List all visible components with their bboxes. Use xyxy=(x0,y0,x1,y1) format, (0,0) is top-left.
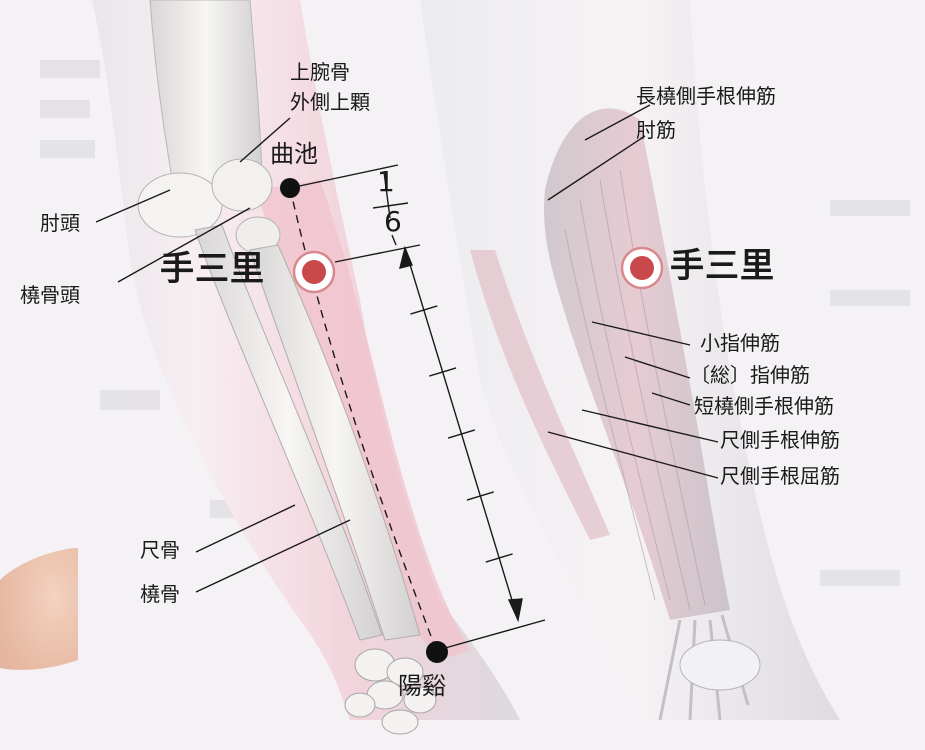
label-edm: 小指伸筋 xyxy=(700,333,780,353)
measure-tick xyxy=(429,368,456,376)
label-ecrl: 長橈側手根伸筋 xyxy=(636,86,776,106)
label-ed: 〔総〕指伸筋 xyxy=(690,365,810,385)
measure-tick xyxy=(410,306,437,314)
label-olecranon: 肘頭 xyxy=(40,213,80,233)
label-shousanli-left: 手三里 xyxy=(160,252,265,286)
label-radial-head: 橈骨頭 xyxy=(20,285,80,305)
quchi-point[interactable] xyxy=(280,178,300,198)
measure-tick xyxy=(467,492,494,500)
yangxi-point[interactable] xyxy=(426,641,448,663)
hand-photo-crop xyxy=(0,548,78,670)
shousanli-point-right[interactable] xyxy=(622,248,662,288)
fraction-numerator: 1 xyxy=(377,168,395,196)
label-anconeus: 肘筋 xyxy=(636,120,676,140)
label-ecu: 尺側手根伸筋 xyxy=(720,430,840,450)
label-humerus: 上腕骨 xyxy=(290,62,350,82)
label-quchi: 曲池 xyxy=(270,142,318,166)
measure-tick xyxy=(486,554,513,562)
measure-tick xyxy=(448,430,475,438)
label-fcu: 尺側手根屈筋 xyxy=(720,466,840,486)
label-yangxi: 陽谿 xyxy=(398,674,446,698)
label-ecrb: 短橈側手根伸筋 xyxy=(694,396,834,416)
label-ulna: 尺骨 xyxy=(140,540,180,560)
shousanli-point-left[interactable] xyxy=(294,252,334,292)
label-lateral-epicondyle: 外側上顆 xyxy=(290,92,370,112)
label-radius: 橈骨 xyxy=(140,584,180,604)
label-shousanli-right: 手三里 xyxy=(670,249,775,283)
fraction-denominator: 6 xyxy=(384,208,402,236)
